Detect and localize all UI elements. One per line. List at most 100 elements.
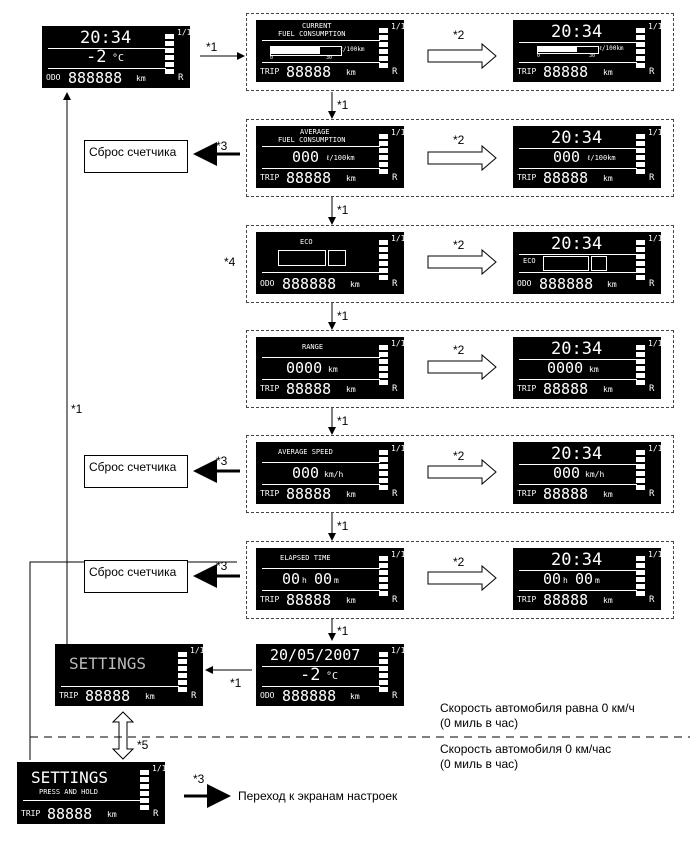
fuel-bars xyxy=(379,240,388,282)
label-star2-d: *2 xyxy=(453,343,465,357)
clock-text: 20:34 xyxy=(551,22,603,42)
fuel-bars xyxy=(379,345,388,387)
r-label: R xyxy=(392,595,398,605)
km-unit: km xyxy=(603,68,613,77)
km-unit: km xyxy=(346,490,356,499)
divider xyxy=(48,48,166,49)
fraction: 1/1 xyxy=(391,22,404,31)
display-eco: ECO ODO 888888 km 1/1 R xyxy=(256,232,404,294)
label-star1-settings: *1 xyxy=(230,676,242,690)
label-star2-c: *2 xyxy=(453,238,465,252)
label-star5: *5 xyxy=(137,738,149,752)
fraction: 1/1 xyxy=(648,339,661,348)
label-star1-e: *1 xyxy=(337,519,349,533)
reset-box-average-speed: Сброс счетчика xyxy=(84,455,188,488)
trip-label: TRIP xyxy=(260,595,280,604)
odo-label: ODO xyxy=(260,691,275,700)
clock-text: 20:34 xyxy=(551,128,603,148)
trip-value: 88888 xyxy=(286,485,332,503)
label-star1-c: *1 xyxy=(337,309,349,323)
fuel-bars xyxy=(636,28,645,70)
label-star3-c: *3 xyxy=(216,559,228,573)
trip-value: 88888 xyxy=(286,63,332,81)
group-average-speed xyxy=(246,435,674,513)
km-unit: km xyxy=(136,74,146,83)
scale-0: 0 xyxy=(270,55,274,61)
avg-speed-label: AVERAGE SPEED xyxy=(278,448,333,456)
odo-label: ODO xyxy=(517,279,532,288)
label-star3-a: *3 xyxy=(216,139,228,153)
scale-0: 0 xyxy=(537,53,541,59)
reset-box-elapsed: Сброс счетчика xyxy=(84,560,188,593)
fraction: 1/1 xyxy=(391,128,404,137)
km-unit: km xyxy=(145,692,155,701)
fc-unit: ℓ/100km xyxy=(599,45,624,52)
fuel-bars xyxy=(178,652,187,694)
trip-value: 88888 xyxy=(286,380,332,398)
km-unit: km xyxy=(603,490,613,499)
temp-unit: °C xyxy=(326,671,339,682)
fraction: 1/1 xyxy=(648,22,661,31)
r-label: R xyxy=(392,489,398,499)
fraction: 1/1 xyxy=(648,128,661,137)
label-star1-top: *1 xyxy=(206,40,218,54)
display-eco-clock: 20:34 ECO ODO 888888 km 1/1 R xyxy=(513,232,661,294)
trip-label: TRIP xyxy=(517,67,537,76)
divider xyxy=(519,254,637,255)
divider xyxy=(262,379,380,380)
display-average-fc: AVERAGE FUEL CONSUMPTION 000 ℓ/100km TRI… xyxy=(256,126,404,188)
temp-unit: °C xyxy=(112,53,125,64)
display-elapsed: ELAPSED TIME 00 h 00 m TRIP 88888 km 1/1… xyxy=(256,548,404,610)
trip-label: TRIP xyxy=(260,489,280,498)
label-star2-a: *2 xyxy=(453,28,465,42)
km-unit: km xyxy=(603,174,613,183)
display-settings: SETTINGS TRIP 88888 km 1/1 R xyxy=(55,644,203,706)
display-settings-press-hold: SETTINGS PRESS AND HOLD TRIP 88888 km 1/… xyxy=(17,762,165,824)
fraction: 1/1 xyxy=(648,444,661,453)
avg-value: 000 xyxy=(292,148,320,166)
divider xyxy=(262,568,380,569)
temp-text: -2 xyxy=(300,665,321,685)
divider xyxy=(61,686,179,687)
r-label: R xyxy=(649,489,655,499)
trip-value: 88888 xyxy=(286,591,332,609)
divider xyxy=(519,570,637,571)
range-label: RANGE xyxy=(302,343,324,351)
divider xyxy=(262,462,380,463)
average-label: AVERAGE xyxy=(300,128,330,136)
r-label: R xyxy=(649,173,655,183)
divider xyxy=(262,40,380,41)
km-unit: km xyxy=(346,596,356,605)
fraction: 1/1 xyxy=(648,234,661,243)
r-label: R xyxy=(649,279,655,289)
label-star4: *4 xyxy=(224,255,236,269)
speed-unit: km/h xyxy=(585,470,605,479)
group-average-fc xyxy=(246,119,674,197)
display-date: 20/05/2007 -2 °C ODO 888888 km 1/1 R xyxy=(256,644,404,706)
km-unit: km xyxy=(607,280,617,289)
label-star1-left: *1 xyxy=(71,402,83,416)
fc-label: FUEL CONSUMPTION xyxy=(278,30,346,38)
r-label: R xyxy=(649,384,655,394)
divider xyxy=(262,686,380,687)
divider xyxy=(262,62,380,63)
trip-value: 88888 xyxy=(543,380,589,398)
trip-label: TRIP xyxy=(260,384,280,393)
label-star1-f: *1 xyxy=(337,624,349,638)
trip-value: 88888 xyxy=(543,63,589,81)
odo-value: 888888 xyxy=(68,69,123,87)
hours-unit: h xyxy=(563,576,568,585)
group-current-fc xyxy=(246,13,674,91)
minutes-value: 00 xyxy=(314,570,333,588)
speed-zero-label: Скорость автомобиля равна 0 км/ч xyxy=(440,701,635,715)
divider xyxy=(519,379,637,380)
speed-zero-miles: (0 миль в час) xyxy=(440,716,519,730)
display-main: 20:34 -2 °C ODO 888888 km 1/1 R xyxy=(42,26,190,88)
settings-title: SETTINGS xyxy=(69,654,147,673)
km-unit: km xyxy=(107,810,117,819)
r-label: R xyxy=(153,809,159,819)
settings-title: SETTINGS xyxy=(31,768,109,787)
fc-label: FUEL CONSUMPTION xyxy=(278,136,346,144)
clock-text: 20:34 xyxy=(551,339,603,359)
divider xyxy=(262,484,380,485)
